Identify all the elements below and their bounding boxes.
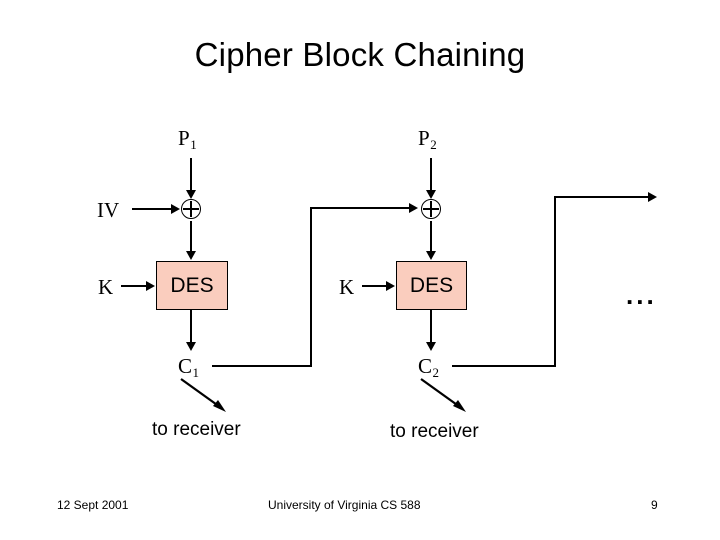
xor-1-to-des-1-line	[190, 221, 192, 253]
des-2-to-ciphertext-2-arrowhead	[426, 342, 436, 351]
des-block-1: DES	[156, 261, 228, 310]
xor-gate-2	[421, 199, 441, 219]
feedback-2-vertical	[554, 196, 556, 367]
feedback-2-horizontal-upper	[554, 196, 650, 198]
ciphertext-2-label: C2	[418, 354, 440, 380]
feedback-1-horizontal-lower	[212, 365, 312, 367]
ciphertext-1-to-receiver-arrow	[180, 378, 226, 412]
plaintext-1-subscript: 1	[190, 137, 197, 152]
footer-page-number: 9	[651, 498, 658, 512]
key-2-label: K	[339, 275, 355, 299]
feedback-2-arrowhead	[648, 192, 657, 202]
page-title: Cipher Block Chaining	[194, 36, 526, 73]
des-1-to-ciphertext-1-line	[190, 310, 192, 344]
iv-label: IV	[97, 198, 120, 222]
plaintext-2-label: P2	[418, 126, 437, 152]
to-receiver-caption-2: to receiver	[390, 421, 479, 442]
feedback-1-vertical	[310, 207, 312, 367]
xor-2-to-des-2-line	[430, 221, 432, 253]
ciphertext-1-subscript: 1	[192, 365, 200, 380]
key-1-label: K	[98, 275, 114, 299]
feedback-2-horizontal-lower	[452, 365, 556, 367]
plaintext-2-base: P	[418, 126, 430, 150]
des-2-to-ciphertext-2-line	[430, 310, 432, 344]
continuation-ellipsis: ...	[626, 280, 657, 310]
iv-arrow-line	[132, 208, 173, 210]
feedback-1-arrowhead	[409, 203, 418, 213]
feedback-1-horizontal-upper	[310, 207, 411, 209]
xor-1-to-des-1-arrowhead	[186, 251, 196, 260]
plaintext-1-label: P1	[178, 126, 197, 152]
key-2-arrowhead	[386, 281, 395, 291]
key-1-arrowhead	[146, 281, 155, 291]
key-2-arrow-line	[362, 285, 388, 287]
plaintext-1-base: P	[178, 126, 190, 150]
xor-gate-1	[181, 199, 201, 219]
ciphertext-1-base: C	[178, 354, 193, 378]
ciphertext-2-subscript: 2	[432, 365, 440, 380]
plaintext-2-arrowhead	[426, 190, 436, 199]
footer-date: 12 Sept 2001	[57, 498, 129, 512]
plaintext-1-arrow-line	[190, 158, 192, 192]
key-1-arrow-line	[121, 285, 148, 287]
plaintext-2-subscript: 2	[430, 137, 437, 152]
ciphertext-2-to-receiver-arrow	[420, 378, 466, 412]
plaintext-2-arrow-line	[430, 158, 432, 192]
to-receiver-caption-1: to receiver	[152, 419, 241, 440]
des-1-to-ciphertext-1-arrowhead	[186, 342, 196, 351]
footer-course: University of Virginia CS 588	[268, 498, 421, 512]
des-block-2: DES	[396, 261, 467, 310]
xor-2-to-des-2-arrowhead	[426, 251, 436, 260]
iv-arrowhead	[171, 204, 180, 214]
plaintext-1-arrowhead	[186, 190, 196, 199]
ciphertext-2-base: C	[418, 354, 433, 378]
ciphertext-1-label: C1	[178, 354, 200, 380]
